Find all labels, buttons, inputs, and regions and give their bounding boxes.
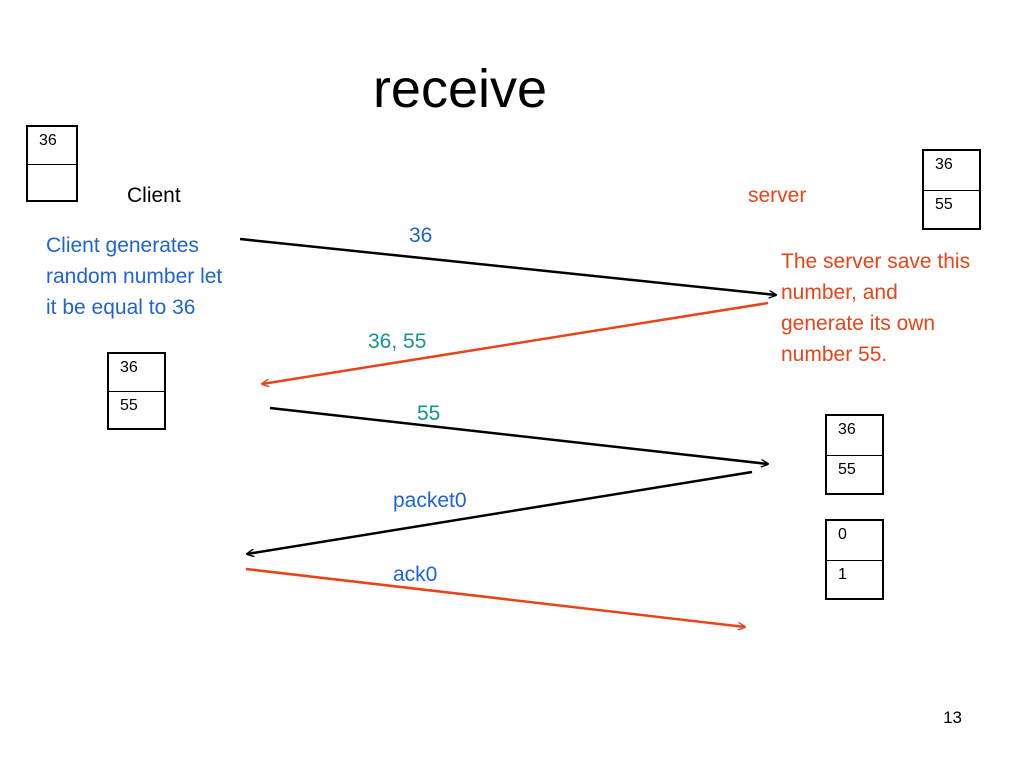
client-note: Client generates random number let it be…: [46, 234, 223, 319]
server-label: server: [748, 184, 807, 207]
slide-title: receive: [372, 59, 548, 119]
client-after-box: 36 55: [107, 352, 166, 430]
client-after-cell-1: 36: [120, 359, 138, 376]
message-3-label: 55: [417, 402, 441, 425]
client-initial-cell-1: 36: [39, 132, 57, 149]
arrow-message-3: [269, 406, 768, 464]
page-number: 13: [943, 708, 962, 727]
client-initial-cell-2: [28, 163, 76, 201]
client-label: Client: [127, 184, 181, 207]
message-4-label: packet0: [393, 489, 467, 512]
server-seq-cell-2: 1: [827, 559, 882, 599]
arrow-message-1: [239, 237, 776, 295]
message-5-label: ack0: [393, 563, 438, 586]
arrow-message-4: [247, 470, 753, 554]
message-1-label: 36: [409, 224, 433, 247]
server-initial-cell-1: 36: [935, 156, 953, 173]
server-seq-box: 0 1: [825, 519, 884, 600]
client-initial-box: 36: [26, 125, 78, 202]
arrow-message-5: [245, 567, 745, 627]
server-after-cell-2: 55: [827, 454, 882, 494]
message-2-label: 36, 55: [368, 330, 427, 353]
server-seq-cell-1: 0: [838, 526, 847, 543]
server-after-cell-1: 36: [838, 421, 856, 438]
server-initial-box: 36 55: [922, 149, 981, 230]
client-after-cell-2: 55: [109, 391, 164, 428]
server-after-box: 36 55: [825, 414, 884, 495]
server-initial-cell-2: 55: [924, 189, 979, 229]
server-note: The server save this number, and generat…: [781, 250, 971, 366]
arrow-message-2: [262, 301, 769, 384]
